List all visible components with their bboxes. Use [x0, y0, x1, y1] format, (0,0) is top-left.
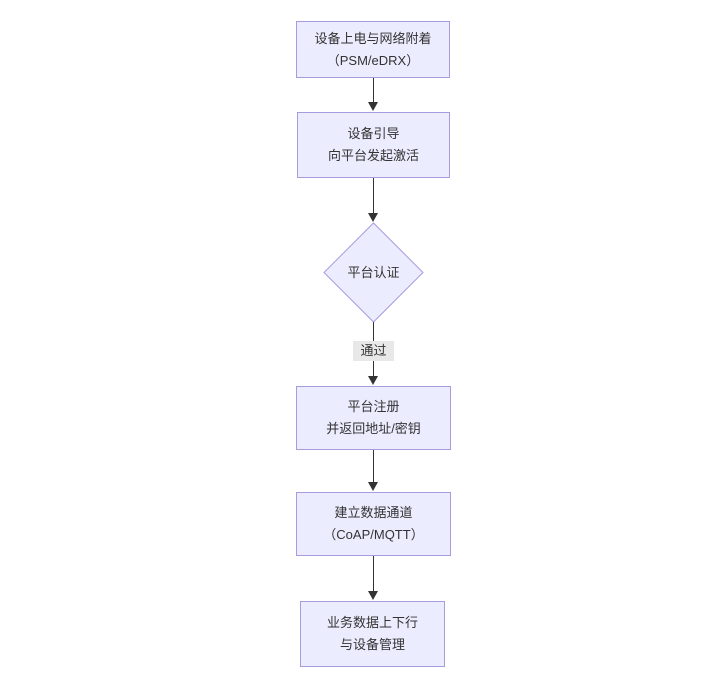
- node-text-line: 向平台发起激活: [327, 148, 419, 163]
- flowchart-node-register: 平台注册 并返回地址/密钥: [296, 386, 451, 450]
- node-text-line: 设备上电与网络附着: [314, 30, 432, 46]
- flowchart-node-business: 业务数据上下行 与设备管理: [300, 601, 445, 667]
- node-text-line: （PSM/eDRX）: [326, 52, 420, 68]
- edge-label-pass: 通过: [353, 341, 394, 361]
- node-text-line: （CoAP/MQTT）: [323, 527, 424, 542]
- arrow-head-icon: [368, 102, 378, 111]
- node-text-line: 业务数据上下行: [326, 615, 418, 630]
- node-text-line: 建立数据通道: [334, 505, 413, 520]
- arrow-line-5: [373, 556, 374, 592]
- flowchart-node-bootstrap: 设备引导 向平台发起激活: [297, 112, 450, 178]
- arrow-head-icon: [368, 213, 378, 222]
- arrow-line-4: [373, 450, 374, 483]
- arrow-head-icon: [368, 591, 378, 600]
- flowchart-node-channel: 建立数据通道 （CoAP/MQTT）: [296, 492, 451, 556]
- node-text-line: 与设备管理: [339, 637, 405, 652]
- node-text-line: 平台注册: [347, 399, 400, 414]
- decision-label: 平台认证: [347, 265, 400, 280]
- arrow-line-1: [373, 78, 374, 104]
- node-text-line: 并返回地址/密钥: [326, 421, 421, 436]
- node-text-line: 设备引导: [347, 126, 400, 141]
- arrow-line-2: [373, 178, 374, 214]
- flowchart-node-power-attach: 设备上电与网络附着 （PSM/eDRX）: [296, 21, 450, 78]
- arrow-head-icon: [368, 376, 378, 385]
- arrow-head-icon: [368, 482, 378, 491]
